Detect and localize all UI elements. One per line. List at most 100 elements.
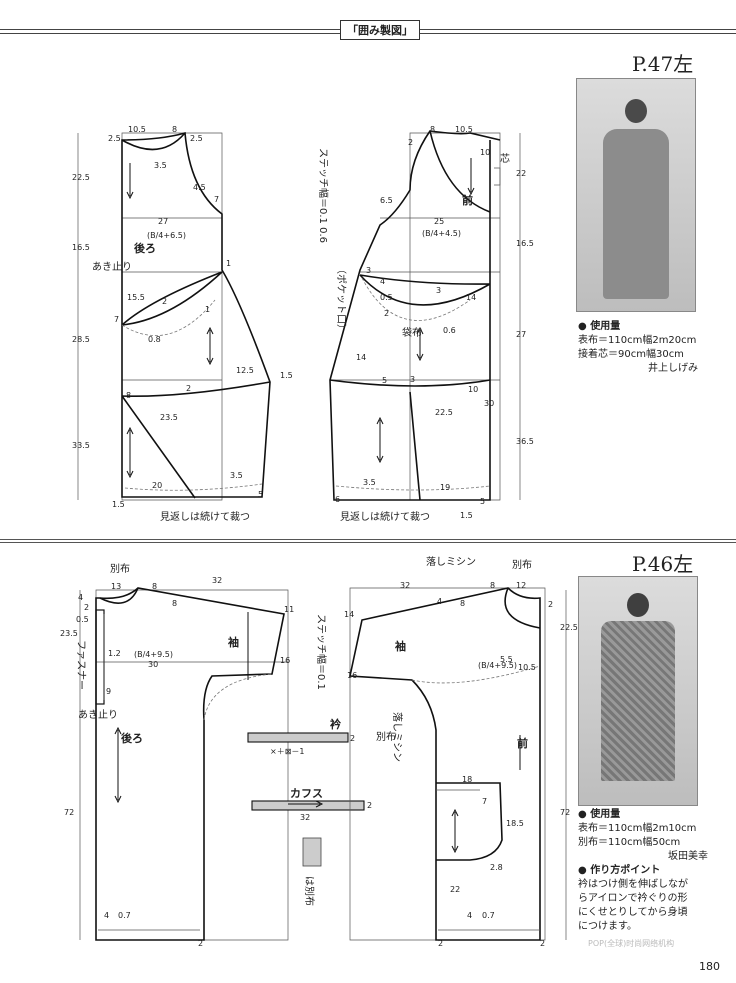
dim-label: 2.5 [190, 134, 203, 143]
separate-cloth-collar-label: 別布 [376, 731, 396, 743]
dim-label: 3.5 [363, 478, 376, 487]
dim-label: 10.5 [128, 125, 146, 134]
dim-label: 14 [344, 610, 354, 619]
dim-label: 30 [484, 399, 494, 408]
dim-label: 0.7 [118, 911, 131, 920]
dim-label: 5 [480, 497, 485, 506]
dim-label: 72 [560, 808, 570, 817]
dim-label: 1 [205, 305, 210, 314]
tips-title: ● 作り方ポイント [578, 865, 661, 876]
materials-top: ● 使用量 表布＝110cm幅2m20cm 接着芯＝90cm幅30cm 井上しげ… [578, 320, 698, 376]
stitch-label: ステッチ幅＝0.1 [315, 614, 328, 690]
facing-note: 見返しは続けて裁つ [340, 510, 430, 523]
zipper-label: ファスナー [75, 640, 87, 690]
dim-label: 4 [104, 911, 109, 920]
back-label: 後ろ [121, 731, 143, 745]
dim-label: 3.5 [230, 471, 243, 480]
dim-label: 10 [468, 385, 478, 394]
dim-label: 22 [450, 885, 460, 894]
dim-label: 22.5 [435, 408, 453, 417]
dim-label: 0.5 [76, 615, 89, 624]
dim-label: 10 [480, 148, 490, 157]
dim-label: 12.5 [236, 366, 254, 375]
cuffs-strip [251, 800, 365, 811]
dim-label: 23.5 [60, 629, 78, 638]
dim-label: 8 [430, 125, 435, 134]
dim-label: 22.5 [560, 623, 578, 632]
model-photo-top [576, 78, 696, 312]
dim-label: 9 [106, 687, 111, 696]
dim-label: 2 [548, 600, 553, 609]
dim-label: 6.5 [380, 196, 393, 205]
dim-label: 36.5 [516, 437, 534, 446]
dim-label: 27 [516, 330, 526, 339]
facing-note: 見返しは続けて裁つ [160, 510, 250, 523]
dim-label: (B/4+9.5) [134, 650, 173, 659]
model-photo-bottom [578, 576, 698, 806]
dim-label: 28.5 [72, 335, 90, 344]
dim-label: 3 [436, 286, 441, 295]
dim-label: 30 [148, 660, 158, 669]
dim-label: 2.5 [108, 134, 121, 143]
dim-label: 2.8 [490, 863, 503, 872]
cuffs-dim: 32 [300, 813, 310, 822]
dim-label: 1.2 [108, 649, 121, 658]
materials-line: 表布＝110cm幅2m20cm [578, 335, 697, 346]
dim-label: 0.7 [482, 911, 495, 920]
dim-label: 2 [540, 939, 545, 948]
dim-label: 10.5 [518, 663, 536, 672]
designer-name: 井上しげみ [648, 363, 698, 374]
pocket-mouth-label: （ポケット口） [335, 264, 347, 334]
dim-label: 25 [434, 217, 444, 226]
dim-label: 8 [460, 599, 465, 608]
dim-label: 1.5 [460, 511, 473, 520]
dim-label: 0.8 [148, 335, 161, 344]
dim-label: 10.5 [455, 125, 473, 134]
dim-label: 18.5 [506, 819, 524, 828]
dim-label: 16 [347, 671, 357, 680]
page-ref-bottom: P.46左 [632, 552, 694, 576]
section-divider [0, 542, 736, 543]
dim-label: 14 [356, 353, 366, 362]
dim-label: 14 [466, 293, 476, 302]
tips-line: らアイロンで衿ぐりの形 [578, 893, 688, 904]
top-back-pattern [77, 131, 271, 501]
sleeve-label: 袖 [228, 635, 239, 649]
bias-swatch [302, 837, 322, 867]
dim-label: 4 [437, 597, 442, 606]
dim-label: 20 [152, 481, 162, 490]
dim-label: 2 [408, 138, 413, 147]
materials-title: ● 使用量 [578, 809, 621, 820]
designer-name: 坂田美幸 [668, 851, 708, 862]
stitch-label: ステッチ幅＝0.1 0.6 [317, 148, 330, 243]
dim-label: 6 [335, 495, 340, 504]
dim-label: 2 [198, 939, 203, 948]
dim-label: (B/4+9.5) [478, 661, 517, 670]
section-divider [0, 539, 736, 540]
dim-label: 4 [78, 593, 83, 602]
tips-line: につけます。 [578, 921, 637, 932]
bottom-back-pattern [79, 587, 289, 941]
dim-label: 2 [162, 297, 167, 306]
dim-label: 23.5 [160, 413, 178, 422]
dim-label: 2 [438, 939, 443, 948]
dim-label: 1 [226, 259, 231, 268]
dim-label: 8 [126, 391, 131, 400]
separate-cloth-label: 別布 [110, 563, 130, 575]
dim-label: 19 [440, 483, 450, 492]
dim-label: 13 [111, 582, 121, 591]
dim-label: 11 [284, 605, 294, 614]
dim-label: (B/4+4.5) [422, 229, 461, 238]
dim-label: 7 [214, 195, 219, 204]
dim-label: 2 [84, 603, 89, 612]
back-label: 後ろ [134, 241, 156, 255]
tips-line: 衿はつけ側を伸ばしなが [578, 879, 688, 890]
dim-label: 2 [186, 384, 191, 393]
dim-label: 5.5 [500, 655, 513, 664]
dim-label: 8 [152, 582, 157, 591]
dim-label: 16 [280, 656, 290, 665]
drop-stitch-side-label: 落しミシン [391, 712, 403, 762]
opening-label: あき止り [78, 709, 118, 721]
dim-label: 12 [516, 581, 526, 590]
dim-label: (B/4+6.5) [147, 231, 186, 240]
